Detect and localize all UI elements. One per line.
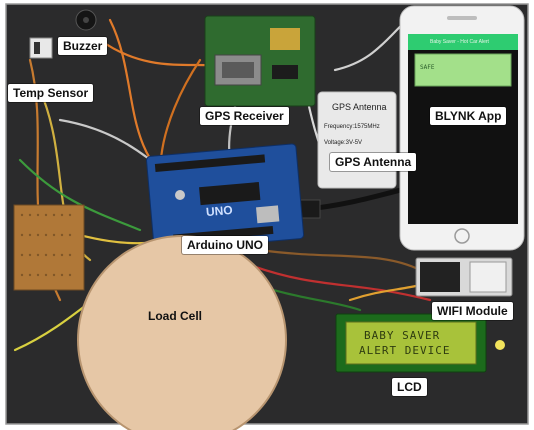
label-gps-receiver: GPS Receiver — [200, 107, 289, 125]
antenna-card-title: GPS Antenna — [332, 102, 387, 112]
phone-status-text: SAFE — [420, 64, 435, 71]
board-marking: UNO — [205, 202, 234, 220]
label-buzzer: Buzzer — [58, 37, 108, 55]
lcd-module — [335, 313, 505, 373]
phone-app-banner: Baby Saver - Hot Car Alert — [430, 39, 489, 45]
temp-sensor-component — [29, 37, 53, 59]
antenna-card-frequency: Frequency:1575MHz — [324, 124, 380, 130]
home-button-icon — [454, 228, 470, 244]
gps-receiver-board — [204, 15, 316, 107]
phone — [399, 5, 525, 251]
label-lcd: LCD — [392, 378, 427, 396]
perf-board — [13, 204, 85, 291]
label-arduino-uno: Arduino UNO — [182, 236, 268, 254]
load-cell-disc — [77, 235, 287, 430]
label-load-cell: Load Cell — [148, 309, 203, 323]
wifi-module — [415, 257, 513, 297]
lcd-line-1: BABY SAVER — [364, 329, 441, 342]
antenna-card-voltage: Voltage:3V-5V — [324, 140, 363, 146]
lcd-line-2: ALERT DEVICE — [359, 344, 451, 357]
label-gps-antenna: GPS Antenna — [330, 153, 417, 171]
label-temp-sensor: Temp Sensor — [8, 84, 94, 102]
label-blynk-app: BLYNK App — [430, 107, 507, 125]
label-wifi-module: WIFI Module — [432, 302, 513, 320]
